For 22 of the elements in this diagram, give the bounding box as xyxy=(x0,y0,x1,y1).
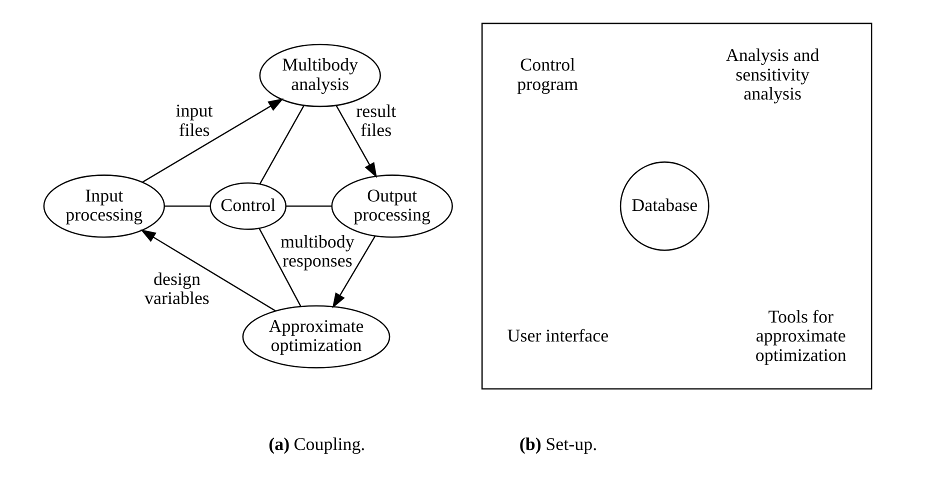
arrow xyxy=(141,98,284,183)
arrow xyxy=(335,106,376,178)
label: (b) Set-up. xyxy=(518,434,597,454)
node-ellipse: Control xyxy=(209,182,286,230)
connector xyxy=(258,228,301,306)
node-text: Analysis and sensitivity analysis xyxy=(725,44,819,104)
label: (a) Coupling. xyxy=(268,434,365,454)
node-text: Tools for approximate optimization xyxy=(754,306,846,365)
node-text: User interface xyxy=(506,326,608,346)
edge-label: design variables xyxy=(144,268,209,308)
connector xyxy=(258,106,304,184)
connector xyxy=(286,206,332,207)
node-circle: Database xyxy=(619,161,709,251)
arrow xyxy=(332,236,376,308)
connector xyxy=(164,206,210,207)
cluster xyxy=(480,22,872,390)
node-text: Control program xyxy=(516,54,578,94)
edge-label: input files xyxy=(175,100,212,140)
arrow xyxy=(140,229,276,312)
node-ellipse: Multibody analysis xyxy=(258,44,380,108)
node-ellipse: Input processing xyxy=(42,174,164,238)
node-ellipse: Approximate optimization xyxy=(242,305,390,368)
